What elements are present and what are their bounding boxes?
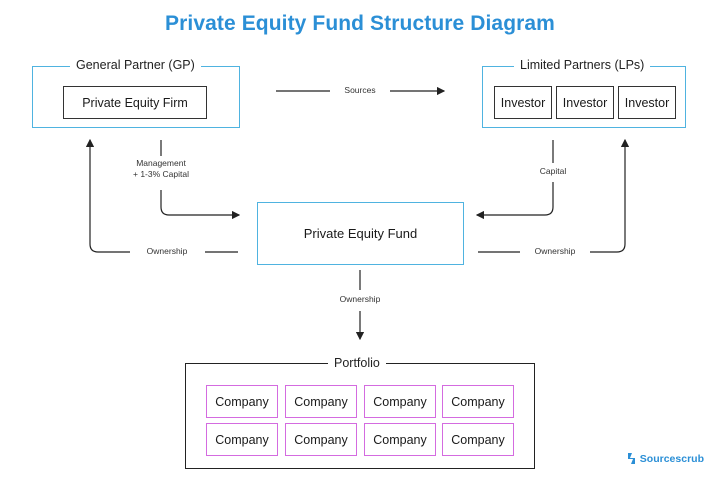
sourcescrub-logo-icon	[627, 453, 635, 464]
private-equity-fund-box: Private Equity Fund	[257, 202, 464, 265]
company-box: Company	[364, 385, 436, 418]
company-box: Company	[206, 385, 278, 418]
ownership-gp-edge-label: Ownership	[132, 246, 202, 258]
company-box: Company	[442, 423, 514, 456]
capital-edge-label: Capital	[530, 166, 576, 178]
sourcescrub-logo: Sourcescrub	[627, 452, 704, 465]
capital-arrow	[475, 182, 554, 220]
company-box: Company	[206, 423, 278, 456]
ownership-portfolio-edge-label: Ownership	[326, 294, 394, 306]
lp-label: Limited Partners (LPs)	[514, 58, 651, 72]
ownership-lp-edge-label: Ownership	[522, 246, 588, 258]
management-capital-text: + 1-3% Capital	[133, 169, 189, 180]
gp-label: General Partner (GP)	[70, 58, 201, 72]
ownership-gp-arrow	[85, 138, 130, 253]
company-box: Company	[442, 385, 514, 418]
portfolio-label: Portfolio	[328, 356, 386, 370]
company-box: Company	[364, 423, 436, 456]
diagram-title: Private Equity Fund Structure Diagram	[165, 12, 555, 35]
management-text: Management	[136, 158, 186, 168]
company-box: Company	[285, 385, 357, 418]
ownership-lp-arrow	[590, 138, 630, 253]
management-edge-label: Management + 1-3% Capital	[118, 158, 204, 181]
private-equity-firm-box: Private Equity Firm	[63, 86, 207, 119]
investor-box-2: Investor	[556, 86, 614, 119]
company-box: Company	[285, 423, 357, 456]
investor-box-1: Investor	[494, 86, 552, 119]
sources-edge-label: Sources	[336, 85, 384, 97]
investor-box-3: Investor	[618, 86, 676, 119]
brand-name: Sourcescrub	[639, 452, 704, 465]
management-arrow	[160, 190, 241, 220]
